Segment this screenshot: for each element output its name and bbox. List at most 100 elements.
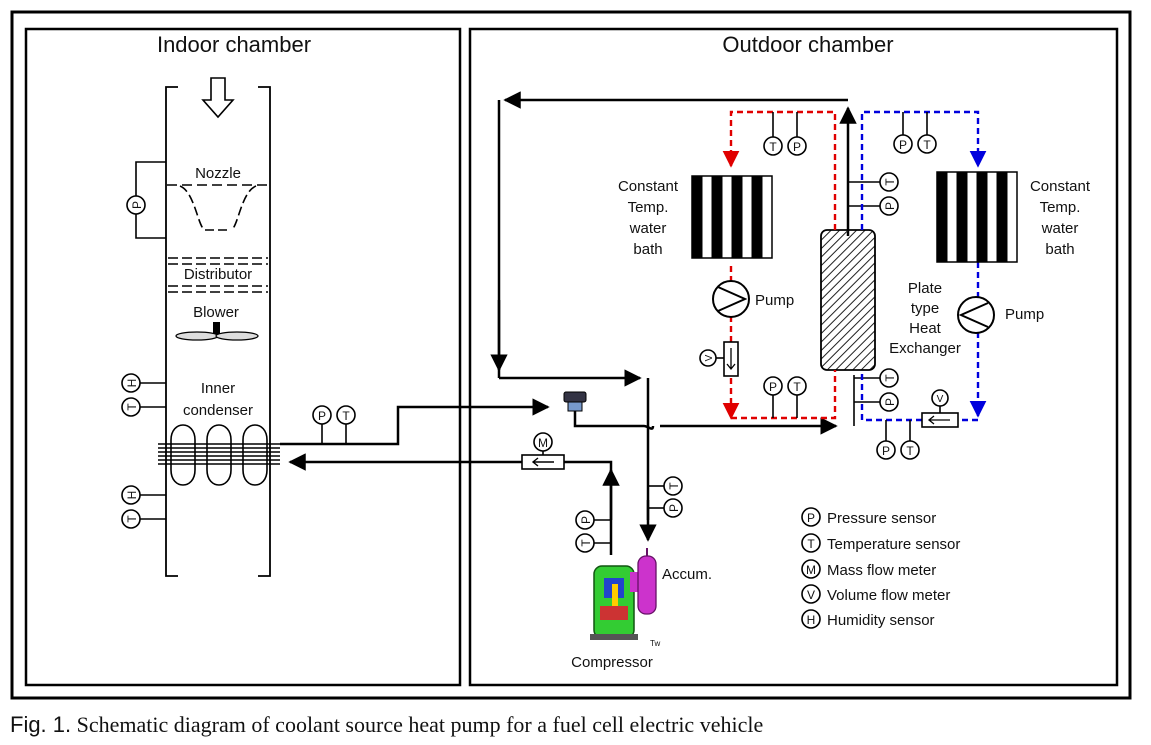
svg-text:Mass flow meter: Mass flow meter bbox=[827, 562, 936, 579]
blower-label: Blower bbox=[193, 304, 239, 321]
red-loop-top-temperature-sensor: T bbox=[763, 136, 783, 156]
legend-item-volume-flow: V Volume flow meter bbox=[801, 584, 950, 604]
downstream-humidity-sensor: H bbox=[121, 485, 141, 505]
right-bath-label-3: water bbox=[1041, 220, 1079, 237]
discharge-sensors: P T bbox=[575, 510, 611, 553]
nozzle-shape bbox=[179, 185, 257, 231]
blue-loop-top-sensors: P T bbox=[893, 112, 937, 154]
right-bath-label-2: Temp. bbox=[1040, 199, 1081, 216]
phe-label-1: Plate bbox=[908, 280, 942, 297]
plate-heat-exchanger bbox=[820, 229, 876, 371]
svg-text:P: P bbox=[769, 380, 777, 394]
svg-text:T: T bbox=[883, 178, 897, 186]
phe-outlet-pressure-sensor: P bbox=[879, 196, 899, 216]
figure-caption-text: Schematic diagram of coolant source heat… bbox=[76, 712, 764, 737]
blue-loop-top-temperature-sensor: T bbox=[917, 134, 937, 154]
left-bath-label-1: Constant bbox=[618, 178, 679, 195]
mass-flow-meter: M bbox=[521, 432, 565, 470]
phe-inlet-temperature-sensor: T bbox=[879, 368, 899, 388]
sensor-letter-p: P bbox=[130, 201, 144, 209]
red-loop-top-pressure-sensor: P bbox=[787, 136, 807, 156]
nozzle-pressure-sensor: P bbox=[126, 195, 146, 215]
red-loop-bottom-temperature-sensor: T bbox=[787, 376, 807, 396]
outdoor-chamber-box bbox=[468, 27, 1119, 687]
red-loop-bottom-sensors: P T bbox=[763, 376, 807, 418]
red-water-loop bbox=[722, 110, 837, 420]
left-bath-label-2: Temp. bbox=[628, 199, 669, 216]
downstream-temperature-sensor: T bbox=[121, 509, 141, 529]
svg-text:P: P bbox=[667, 504, 681, 512]
legend: P Pressure sensor T Temperature sensor M… bbox=[801, 507, 960, 629]
phe-outlet-sensors: T P bbox=[848, 172, 899, 216]
indoor-chamber-box bbox=[24, 27, 462, 687]
svg-text:P: P bbox=[318, 409, 326, 423]
upstream-humidity-sensor: H bbox=[121, 373, 141, 393]
svg-text:T: T bbox=[769, 140, 777, 154]
legend-item-pressure: P Pressure sensor bbox=[801, 507, 936, 527]
left-bath-label-4: bath bbox=[633, 241, 662, 258]
suction-sensors: T P bbox=[648, 476, 683, 518]
accumulator-icon bbox=[637, 548, 657, 615]
svg-text:T: T bbox=[906, 444, 914, 458]
duct-left-wall bbox=[165, 86, 178, 577]
distributor-label: Distributor bbox=[184, 266, 252, 283]
suction-temperature-sensor: T bbox=[663, 476, 683, 496]
air-inflow-arrow-icon bbox=[201, 77, 235, 119]
right-bath-label-1: Constant bbox=[1030, 178, 1091, 195]
svg-text:H: H bbox=[807, 613, 816, 627]
outdoor-chamber: Outdoor chamber bbox=[468, 27, 1119, 687]
svg-text:V: V bbox=[807, 588, 815, 602]
blue-loop-bottom-temperature-sensor: T bbox=[900, 440, 920, 460]
phe-inlet-pressure-sensor: P bbox=[879, 392, 899, 412]
figure-number: Fig. 1. bbox=[10, 712, 72, 737]
red-loop-bottom-pressure-sensor: P bbox=[763, 376, 783, 396]
phe-label-2: type bbox=[911, 300, 939, 317]
svg-text:Humidity sensor: Humidity sensor bbox=[827, 612, 935, 629]
blue-loop-top-pressure-sensor: P bbox=[893, 134, 913, 154]
phe-label-3: Heat bbox=[909, 320, 942, 337]
blue-loop-bottom-pressure-sensor: P bbox=[876, 440, 896, 460]
svg-text:T: T bbox=[579, 539, 593, 547]
svg-text:H: H bbox=[125, 379, 139, 388]
phe-label-4: Exchanger bbox=[889, 340, 961, 357]
svg-text:M: M bbox=[806, 563, 816, 577]
inner-condenser-label-line2: condenser bbox=[183, 402, 253, 419]
condenser-outlet-temperature-sensor: T bbox=[336, 405, 356, 425]
right-pump-icon bbox=[957, 296, 995, 334]
svg-text:P: P bbox=[883, 202, 897, 210]
blue-water-loop bbox=[860, 110, 987, 422]
legend-item-mass-flow: M Mass flow meter bbox=[801, 559, 936, 579]
nozzle-label: Nozzle bbox=[195, 165, 241, 182]
compressor-label: Compressor bbox=[571, 654, 653, 671]
inner-condenser-coil bbox=[158, 424, 280, 486]
svg-text:T: T bbox=[883, 374, 897, 382]
expansion-valve-icon bbox=[563, 391, 587, 412]
refrigerant-lines bbox=[280, 91, 857, 555]
legend-item-humidity: H Humidity sensor bbox=[801, 609, 935, 629]
right-pump-label: Pump bbox=[1005, 306, 1044, 323]
figure-caption: Fig. 1. Schematic diagram of coolant sou… bbox=[10, 712, 1140, 740]
indoor-chamber: Indoor chamber Nozzle P Distributor Blow… bbox=[24, 27, 462, 687]
indoor-chamber-title: Indoor chamber bbox=[157, 32, 311, 57]
outdoor-chamber-title: Outdoor chamber bbox=[722, 32, 893, 57]
left-bath-label-3: water bbox=[629, 220, 667, 237]
red-loop-top-sensors: T P bbox=[763, 112, 807, 156]
svg-text:Temperature sensor: Temperature sensor bbox=[827, 536, 960, 553]
right-volume-flow-meter: V bbox=[921, 389, 959, 428]
svg-text:V: V bbox=[937, 394, 944, 405]
blue-loop-bottom-sensors: P T bbox=[876, 420, 920, 460]
discharge-temperature-sensor: T bbox=[575, 533, 595, 553]
duct-right-wall bbox=[258, 86, 271, 577]
svg-text:P: P bbox=[793, 140, 801, 154]
compressor-icon bbox=[590, 565, 642, 640]
svg-text:H: H bbox=[125, 491, 139, 500]
svg-text:P: P bbox=[882, 444, 890, 458]
condenser-outlet-pressure-sensor: P bbox=[312, 405, 332, 425]
svg-text:T: T bbox=[667, 482, 681, 490]
svg-text:P: P bbox=[807, 511, 815, 525]
svg-text:T: T bbox=[923, 138, 931, 152]
blower-fan-icon bbox=[175, 322, 259, 341]
svg-text:P: P bbox=[899, 138, 907, 152]
left-pump-label: Pump bbox=[755, 292, 794, 309]
right-water-bath bbox=[936, 171, 1018, 263]
